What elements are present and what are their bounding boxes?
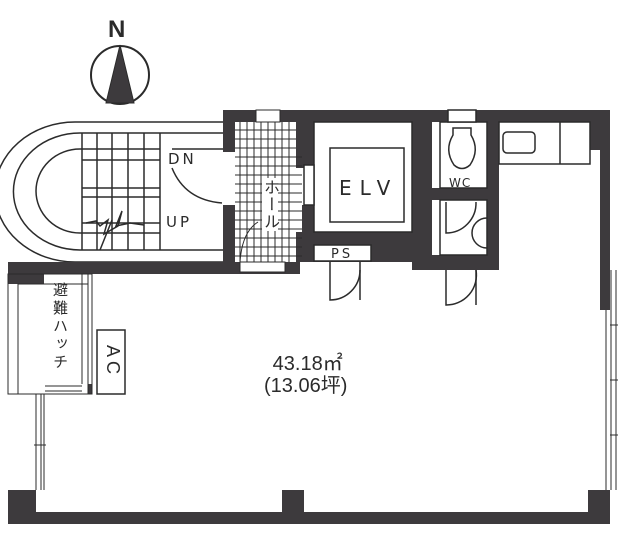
elevator-label: ELV [339,176,399,200]
wc-label: WC [449,176,472,190]
elevator-shaft [303,121,413,233]
evacuation-hatch-area [7,273,93,490]
north-label: N [108,16,126,43]
hall-label: ホール [261,178,280,231]
evacuation-hatch-label: 避難ハッチ [51,282,69,372]
staircase [0,121,230,263]
area-tsubo: (13.06坪) [264,375,348,397]
north-arrow-icon [90,44,150,105]
stair-down-label: DN [168,150,197,168]
hall-floor-grid [235,109,302,273]
air-conditioner-label: AC [103,345,123,379]
area-sqm: 43.18㎡ [272,353,343,375]
pipe-space [313,244,372,301]
air-conditioner-unit [96,329,126,395]
right-window [605,270,618,490]
pipe-space-label: PS [331,247,354,262]
kitchenette [498,121,591,165]
wc-room [439,109,488,306]
floor-area-label: 43.18㎡ (13.06坪) [264,353,347,396]
stair-up-label: UP [166,213,193,231]
